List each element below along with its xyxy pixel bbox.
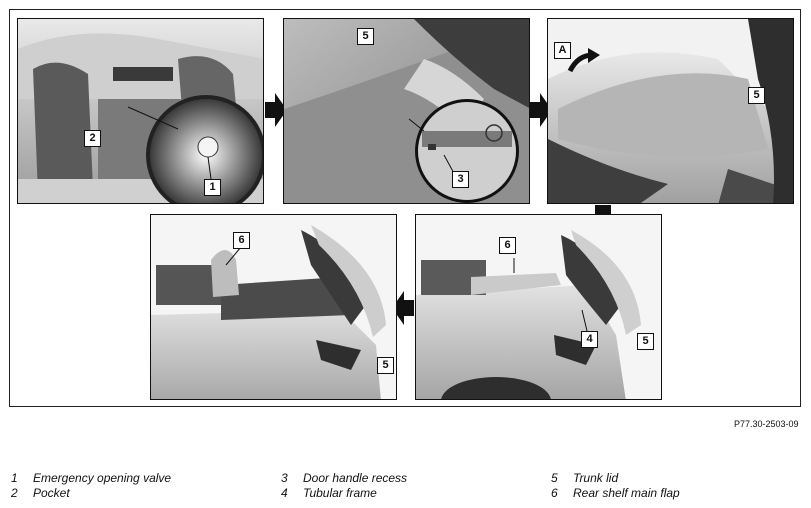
callout-label: 2 [84,130,101,147]
figure-reference: P77.30-2503-09 [734,419,799,429]
panel-trunk-open: 6 4 5 [415,214,662,400]
callout-label: 3 [452,171,469,188]
callout-label: 4 [581,331,598,348]
panel-lifting-trunk: A 5 [547,18,794,204]
legend-number: 2 [11,486,18,500]
callout-label: 5 [377,357,394,374]
callout-label: 1 [204,179,221,196]
legend-text: Tubular frame [303,486,377,500]
callout-label: 6 [233,232,250,249]
arrow-right-icon [265,93,287,127]
panel-handle-recess: 5 3 [283,18,530,204]
legend-number: 4 [281,486,288,500]
arrow-left-icon [392,291,414,325]
legend-number: 1 [11,471,18,485]
callout-label: 5 [357,28,374,45]
callout-label: A [554,42,571,59]
panel-flap-folded: 6 5 [150,214,397,400]
callout-label: 5 [748,87,765,104]
callout-label: 6 [499,237,516,254]
legend-text: Rear shelf main flap [573,486,680,500]
legend-number: 6 [551,486,558,500]
legend-text: Door handle recess [303,471,408,485]
legend-text: Trunk lid [573,471,619,485]
legend-text: Emergency opening valve [33,471,172,485]
panel-interior-valve: 1 2 [17,18,264,204]
legend-text: Pocket [33,486,70,500]
callout-label: 5 [637,333,654,350]
legend-number: 3 [281,471,288,485]
legend-number: 5 [551,471,558,485]
arrow-right-icon [530,93,552,127]
